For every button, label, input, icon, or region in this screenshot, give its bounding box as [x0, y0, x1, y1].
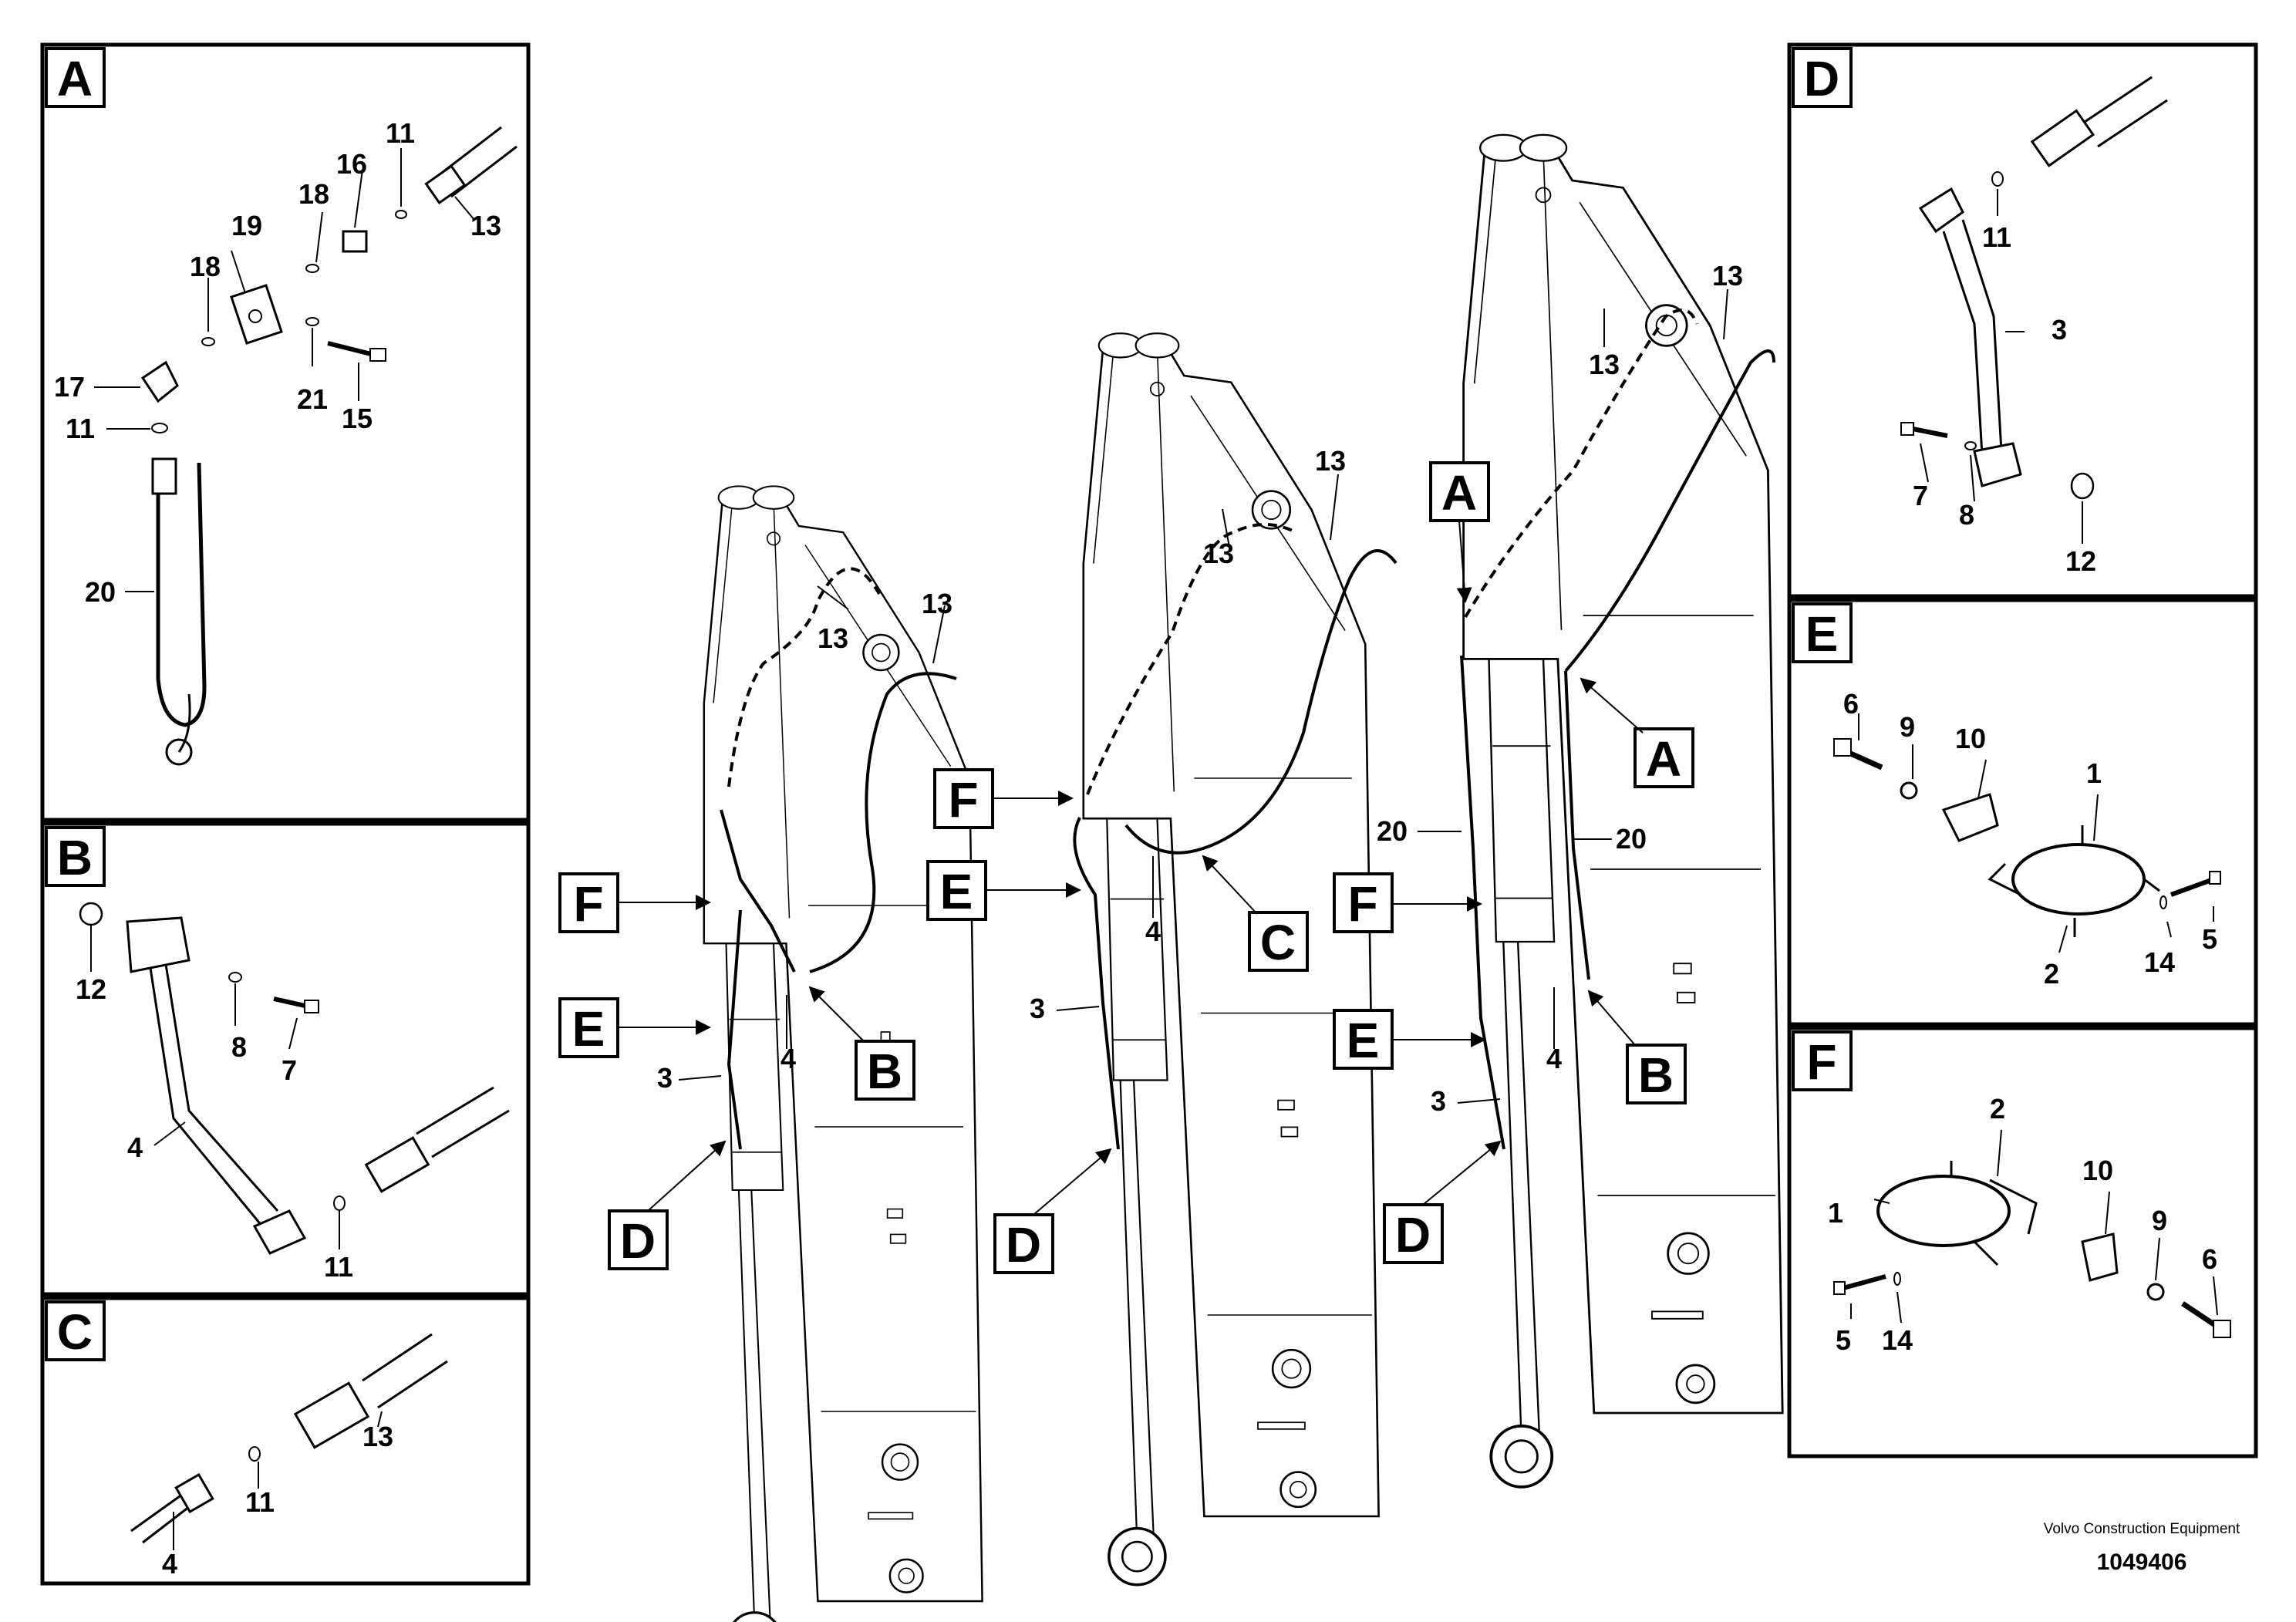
boom3-ref-f: F: [1347, 876, 1377, 932]
boom-3: [1462, 133, 1785, 1489]
boom1-ref-e: E: [572, 1001, 605, 1057]
detail-panel-f: F 2 10 1 9 6 5 14: [1787, 1026, 2258, 1458]
callout-a-19: 19: [231, 210, 262, 241]
boom2-ref-d: D: [1006, 1217, 1041, 1273]
panel-e-label: E: [1805, 606, 1839, 662]
callout-a-21: 21: [297, 383, 328, 415]
footer: Volvo Construction Equipment 1049406: [2041, 1520, 2242, 1576]
boom3-callout-13b: 13: [1712, 260, 1743, 292]
boom1-callout-3: 3: [657, 1062, 673, 1094]
detail-panel-a: A 13 11 16 18 19 18 17 21 15 1: [40, 42, 531, 822]
callout-f-1: 1: [1828, 1197, 1843, 1229]
boom1-ref-d: D: [620, 1213, 656, 1269]
boom1-ref-b: B: [867, 1044, 902, 1099]
panel-f-label: F: [1806, 1034, 1836, 1090]
callout-f-2: 2: [1990, 1093, 2005, 1125]
callout-e-1: 1: [2086, 757, 2102, 789]
boom-1: [703, 484, 984, 1622]
boom-2-callouts: 13 13 4 3 F E C D: [926, 445, 1346, 1274]
boom3-callout-3: 3: [1431, 1085, 1446, 1117]
callout-a-16: 16: [336, 148, 367, 180]
callout-a-20: 20: [85, 576, 116, 608]
callout-f-10: 10: [2082, 1155, 2113, 1186]
callout-b-12: 12: [76, 973, 106, 1005]
callout-c-4: 4: [162, 1548, 177, 1580]
callout-d-12: 12: [2065, 545, 2096, 577]
boom2-callout-3: 3: [1030, 993, 1045, 1024]
callout-b-8: 8: [231, 1031, 247, 1063]
boom1-ref-f: F: [573, 876, 603, 932]
boom-3-callouts: 13 13 20 20 4 3 A A F E B D: [1333, 260, 1743, 1264]
callout-a-11: 11: [386, 117, 415, 149]
boom-2-hoses: [1073, 523, 1397, 1150]
callout-e-14: 14: [2144, 946, 2175, 978]
boom2-ref-c: C: [1260, 915, 1296, 970]
callout-f-9: 9: [2152, 1205, 2167, 1236]
callout-e-6: 6: [1843, 688, 1859, 720]
boom3-ref-a-right: A: [1646, 731, 1681, 787]
boom1-callout-13b: 13: [922, 588, 952, 619]
callout-f-6: 6: [2202, 1243, 2217, 1275]
detail-panel-d: D 11 3 7 8 12: [1787, 42, 2258, 599]
detail-panel-c: C 13 11 4: [40, 1296, 531, 1586]
callout-f-5: 5: [1836, 1324, 1851, 1356]
callout-e-9: 9: [1900, 711, 1915, 743]
callout-a-15: 15: [342, 403, 373, 434]
boom-1-callouts: 13 13 4 3 F E B D: [558, 585, 952, 1270]
company-name: Volvo Construction Equipment: [2043, 1521, 2240, 1537]
panel-c-label: C: [57, 1304, 93, 1360]
boom-1-hoses: [720, 567, 957, 1150]
callout-e-10: 10: [1955, 723, 1986, 754]
boom2-callout-13b: 13: [1315, 445, 1346, 477]
callout-e-2: 2: [2044, 958, 2059, 990]
boom2-callout-13a: 13: [1203, 538, 1234, 569]
boom1-callout-13a: 13: [818, 622, 848, 654]
callout-b-4: 4: [127, 1131, 143, 1163]
boom3-ref-d: D: [1395, 1207, 1431, 1263]
boom2-callout-4: 4: [1145, 916, 1161, 947]
callout-d-11: 11: [1982, 221, 2011, 253]
boom3-callout-13a: 13: [1589, 349, 1620, 380]
callout-b-7: 7: [282, 1054, 297, 1086]
callout-a-18b: 18: [190, 251, 221, 282]
boom3-callout-20b: 20: [1616, 823, 1647, 855]
boom2-ref-e: E: [940, 864, 973, 919]
boom3-callout-4: 4: [1546, 1043, 1562, 1074]
boom3-ref-a-upper: A: [1441, 465, 1477, 521]
callout-c-11: 11: [245, 1486, 275, 1518]
callout-a-13: 13: [470, 210, 501, 241]
boom1-callout-4: 4: [781, 1043, 796, 1074]
callout-b-11: 11: [324, 1251, 353, 1283]
detail-panel-b: B 12 8 7 4 11: [40, 821, 531, 1297]
callout-a-18a: 18: [298, 178, 329, 210]
boom-3-hoses: [1460, 309, 1775, 1150]
boom-2: [1082, 332, 1381, 1587]
boom3-ref-e: E: [1347, 1013, 1380, 1068]
document-number: 1049406: [2096, 1549, 2187, 1575]
detail-panel-e: E 6 9 10 1 5 14 2: [1787, 598, 2258, 1027]
boom2-ref-f: F: [948, 772, 978, 828]
boom3-callout-20a: 20: [1377, 815, 1408, 847]
callout-d-3: 3: [2052, 314, 2067, 346]
callout-d-8: 8: [1959, 499, 1974, 531]
panel-a-label: A: [57, 51, 93, 106]
callout-a-17: 17: [54, 371, 85, 403]
callout-e-5: 5: [2202, 923, 2217, 955]
boom3-ref-b: B: [1638, 1047, 1674, 1103]
callout-f-14: 14: [1882, 1324, 1913, 1356]
callout-c-13: 13: [362, 1421, 393, 1452]
panel-d-label: D: [1804, 51, 1839, 106]
callout-d-7: 7: [1913, 480, 1928, 511]
panel-b-label: B: [57, 830, 93, 885]
callout-a-11b: 11: [66, 413, 95, 444]
